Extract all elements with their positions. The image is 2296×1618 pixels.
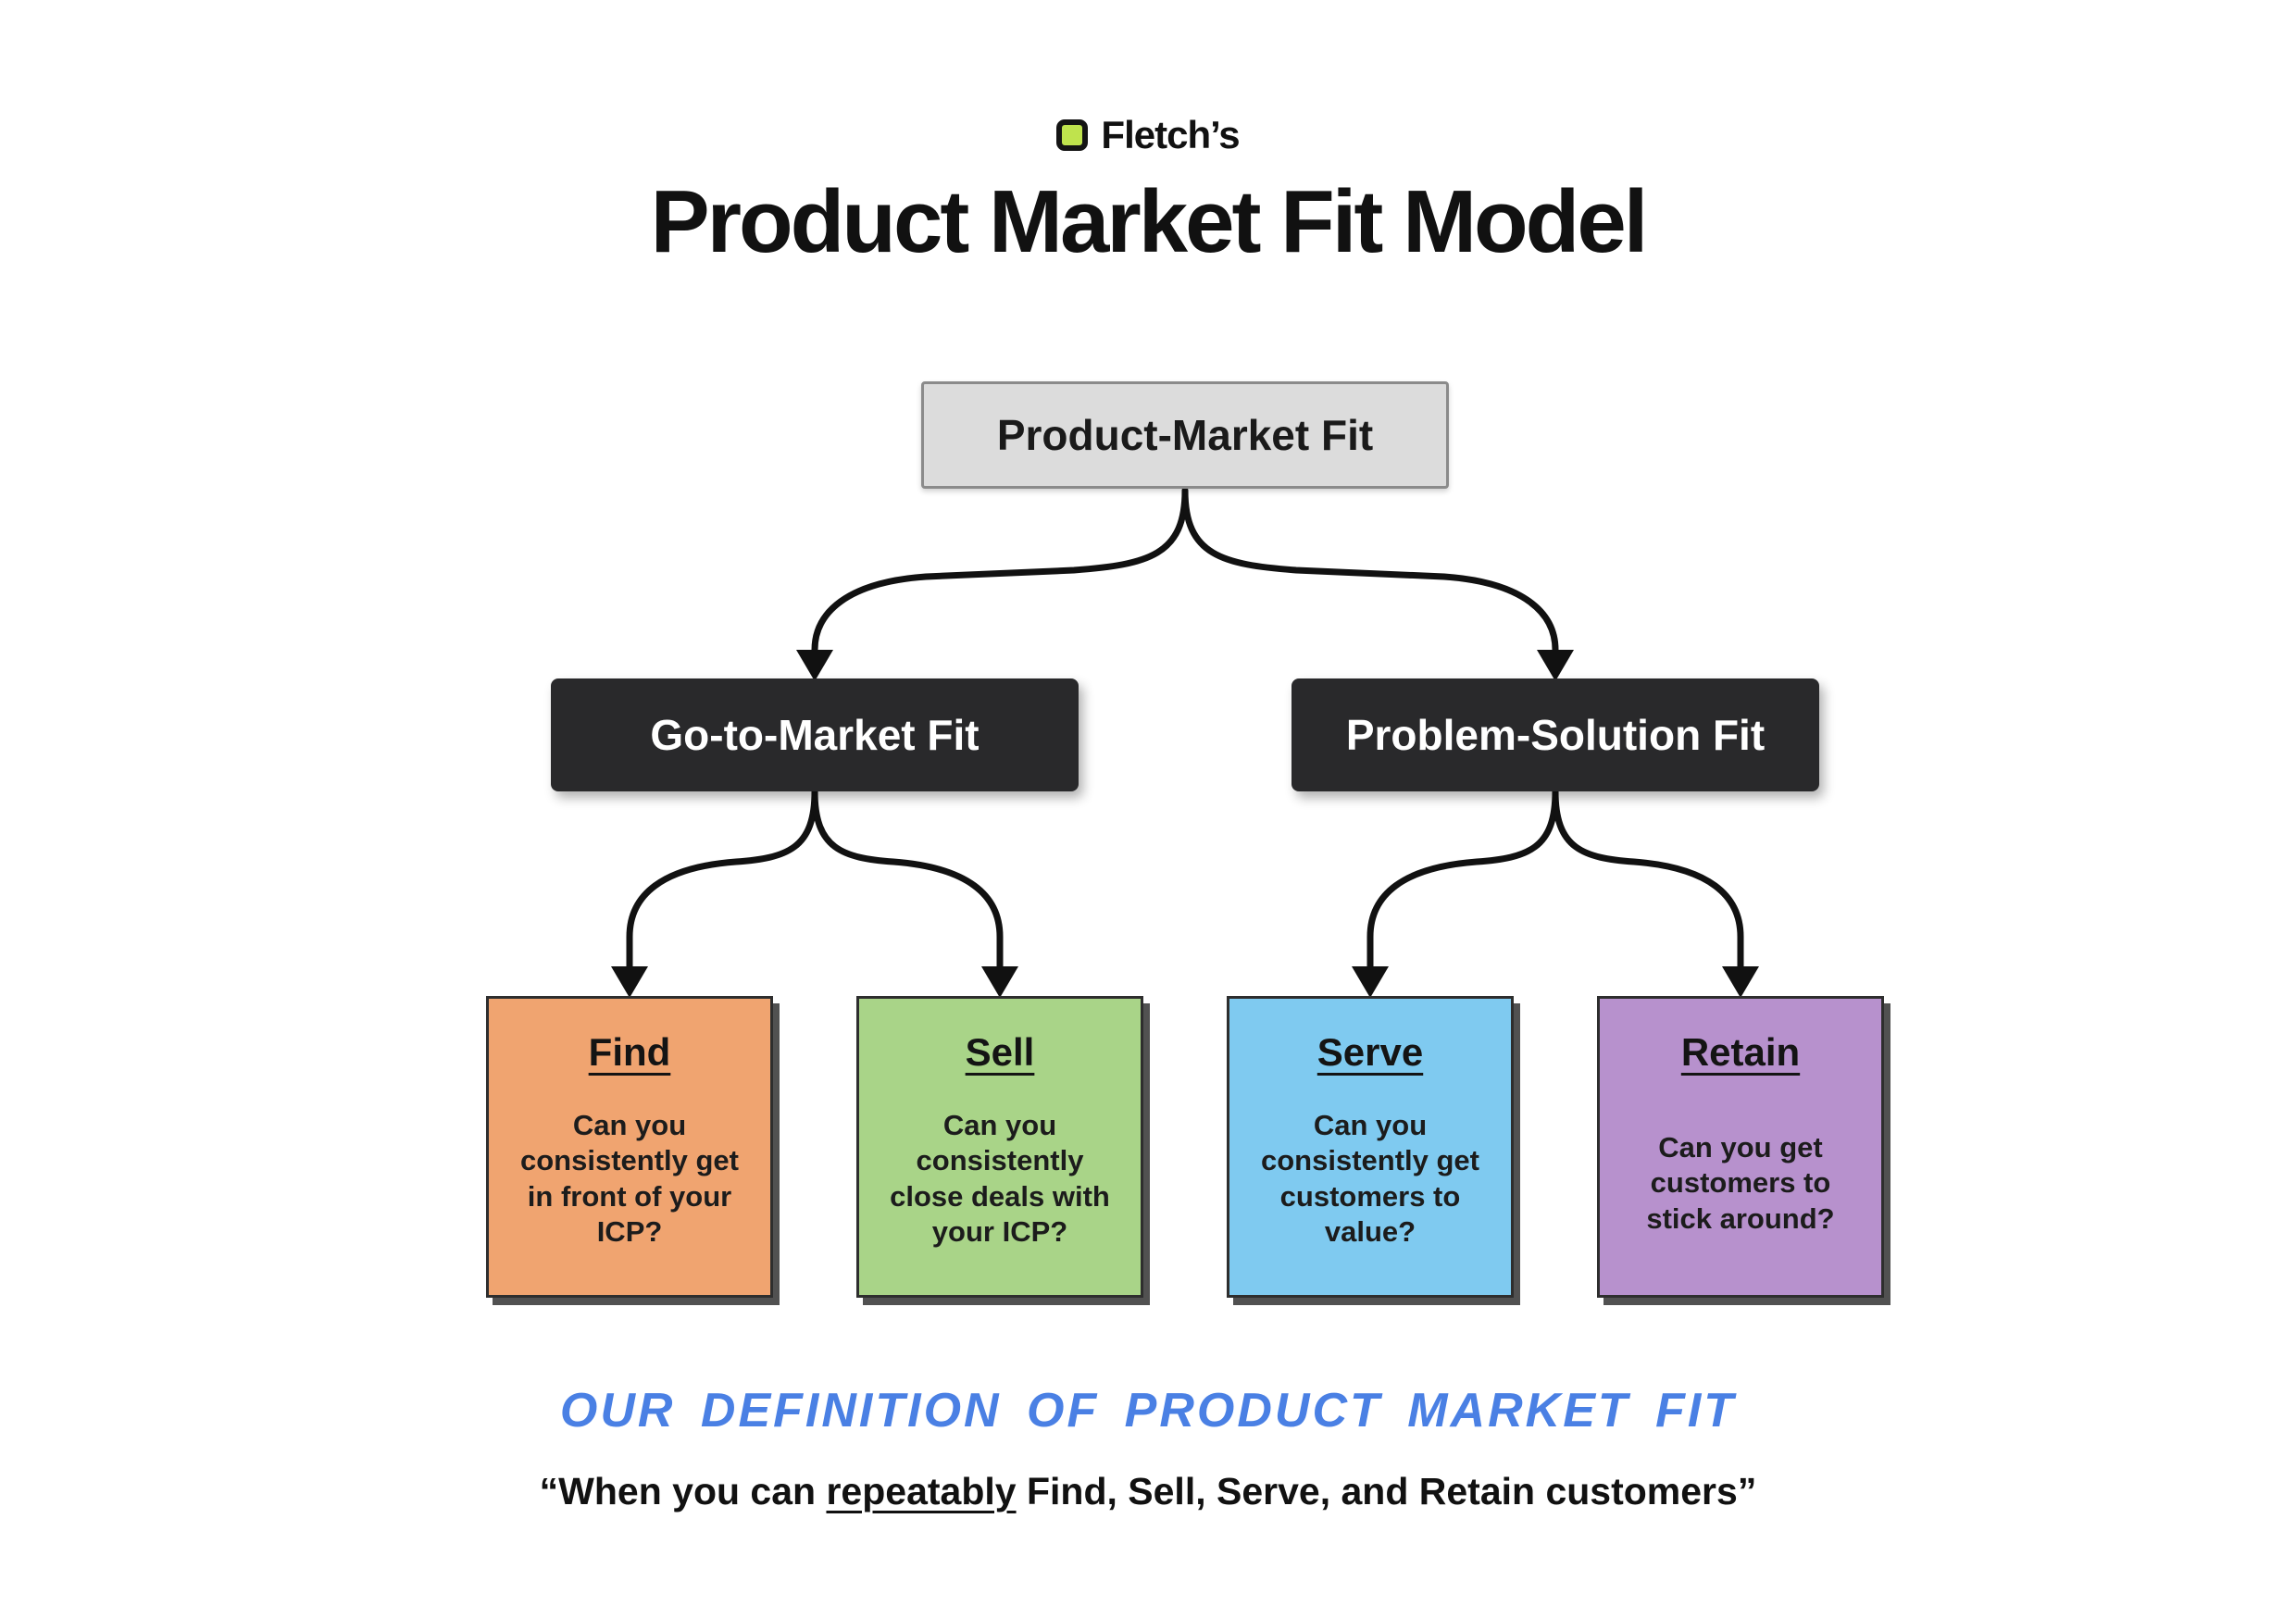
arrow-gtm-to-sell (811, 788, 1018, 998)
node-problem-solution-fit-label: Problem-Solution Fit (1345, 711, 1766, 759)
arrow-gtm-to-find (611, 788, 818, 998)
quote-suffix: Find, Sell, Serve, and Retain customers” (1016, 1470, 1757, 1512)
card-serve-body: Can you consistently get customers to va… (1261, 1109, 1479, 1249)
node-product-market-fit-label: Product-Market Fit (996, 411, 1374, 459)
card-find-body: Can you consistently get in front of you… (520, 1109, 739, 1249)
card-retain: Retain Can you get customers to stick ar… (1597, 996, 1884, 1298)
quote-prefix: “When you can (539, 1470, 827, 1512)
definition-quote: “When you can repeatably Find, Sell, Ser… (0, 1470, 2296, 1513)
card-sell: Sell Can you consistently close deals wi… (856, 996, 1143, 1298)
card-serve-title: Serve (1316, 1030, 1424, 1074)
page-title: Product Market Fit Model (650, 172, 1649, 271)
definition-heading: OUR DEFINITION OF PRODUCT MARKET FIT (559, 1384, 1737, 1438)
arrow-psf-to-serve (1352, 788, 1559, 998)
arrow-psf-to-retain (1552, 788, 1759, 998)
quote-underlined-word: repeatably (826, 1470, 1017, 1512)
card-serve: Serve Can you consistently get customers… (1227, 996, 1514, 1298)
brand: Fletch’s (0, 113, 2296, 157)
node-go-to-market-fit: Go-to-Market Fit (551, 678, 1079, 791)
card-sell-title: Sell (965, 1030, 1035, 1074)
card-retain-title: Retain (1680, 1030, 1801, 1074)
node-product-market-fit: Product-Market Fit (921, 381, 1449, 489)
card-sell-body: Can you consistently close deals with yo… (890, 1109, 1110, 1249)
fletch-logo-icon (1056, 119, 1089, 151)
card-find: Find Can you consistently get in front o… (486, 996, 773, 1298)
arrow-root-to-go-to-market (796, 487, 1189, 681)
node-go-to-market-fit-label: Go-to-Market Fit (650, 711, 980, 759)
card-retain-body: Can you get customers to stick around? (1646, 1131, 1835, 1235)
brand-name: Fletch’s (1101, 113, 1240, 156)
node-problem-solution-fit: Problem-Solution Fit (1292, 678, 1819, 791)
card-find-title: Find (588, 1030, 671, 1074)
arrow-root-to-problem-solution (1181, 487, 1574, 681)
